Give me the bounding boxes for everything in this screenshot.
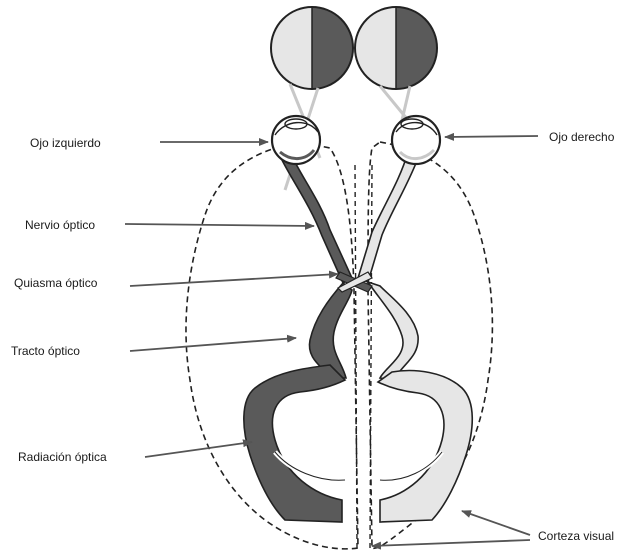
left-optic-radiation xyxy=(244,365,345,522)
label-optic-nerve: Nervio óptico xyxy=(25,218,95,232)
left-eye xyxy=(272,116,320,164)
arrow-optic-chiasm xyxy=(130,274,338,286)
right-optic-tract xyxy=(368,282,418,380)
right-visual-field xyxy=(355,7,437,89)
left-optic-nerve xyxy=(282,152,352,283)
left-optic-tract xyxy=(309,283,352,378)
right-optic-nerve xyxy=(358,152,418,282)
label-optic-radiation: Radiación óptica xyxy=(18,450,107,464)
arrow-optic-radiation xyxy=(145,442,252,457)
left-visual-field xyxy=(271,7,353,89)
right-optic-radiation xyxy=(378,371,472,522)
right-eye xyxy=(392,116,440,164)
right-optic-pathway xyxy=(358,152,472,522)
left-optic-pathway xyxy=(244,152,352,522)
label-right-eye: Ojo derecho xyxy=(549,130,615,144)
label-optic-tract: Tracto óptico xyxy=(11,344,80,358)
label-visual-cortex: Corteza visual xyxy=(538,529,614,543)
arrow-right-eye xyxy=(445,136,538,137)
arrow-visual-cortex-1 xyxy=(462,511,530,535)
arrow-optic-nerve xyxy=(125,224,314,226)
label-optic-chiasm: Quiasma óptico xyxy=(14,276,98,290)
arrow-visual-cortex-2 xyxy=(372,540,530,546)
arrow-optic-tract xyxy=(130,338,296,351)
label-left-eye: Ojo izquierdo xyxy=(30,136,101,150)
